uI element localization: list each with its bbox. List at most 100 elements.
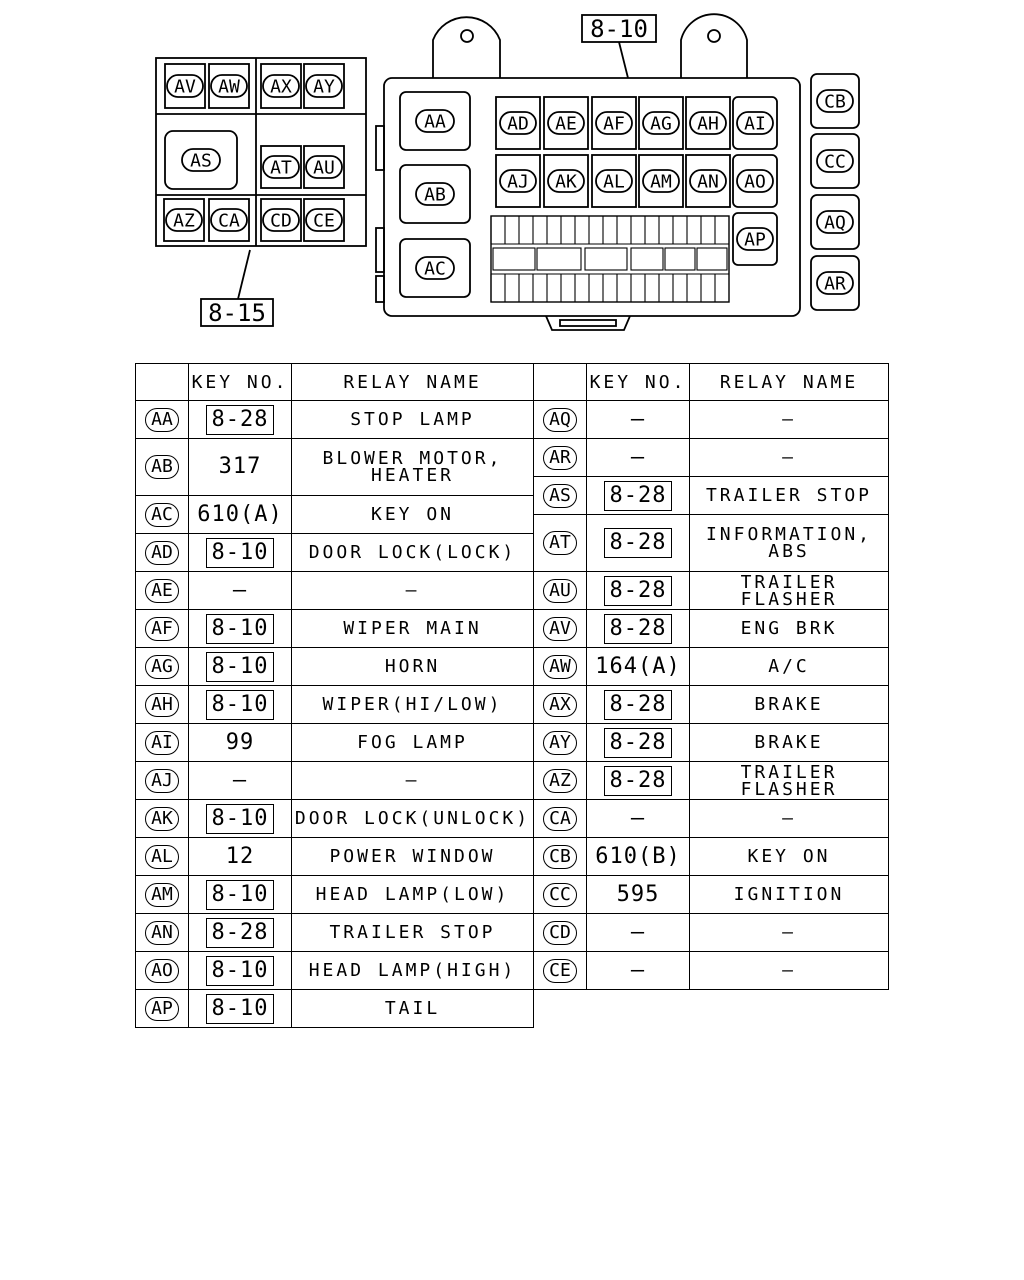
key-no-cell: 8-28	[586, 723, 690, 762]
relay-slot-aw: AW	[210, 74, 248, 98]
relay-code-badge: AW	[543, 654, 577, 679]
svg-text:AB: AB	[424, 185, 446, 206]
header-relay-name: RELAY NAME	[689, 363, 889, 401]
relay-name-cell: STOP LAMP	[291, 400, 534, 439]
relay-code-cell: AX	[533, 685, 587, 724]
header-code	[135, 363, 189, 401]
svg-text:CA: CA	[218, 211, 240, 232]
key-no-cell: 8-28	[586, 476, 690, 515]
relay-slot-ce: CE	[305, 208, 343, 232]
relay-code-cell: AF	[135, 609, 189, 648]
relay-name: HEAD LAMP(HIGH)	[308, 960, 517, 981]
relay-name: FOG LAMP	[357, 732, 468, 753]
relay-code-badge: CE	[543, 958, 577, 983]
relay-name-cell: —	[689, 951, 889, 990]
relay-code-cell: AL	[135, 837, 189, 876]
relay-name: BRAKE	[754, 694, 824, 715]
relay-code-cell: AQ	[533, 400, 587, 439]
relay-slot-am: AM	[642, 169, 680, 193]
key-no-value: 610(B)	[595, 843, 681, 869]
svg-text:AN: AN	[697, 172, 719, 193]
relay-code-cell: AV	[533, 609, 587, 648]
relay-code-badge: CD	[543, 920, 577, 945]
table-row: CA — —	[533, 799, 889, 838]
svg-text:AS: AS	[190, 151, 212, 172]
relay-code-cell: CE	[533, 951, 587, 990]
header-code	[533, 363, 587, 401]
svg-text:AM: AM	[650, 172, 672, 193]
relay-slot-ap: AP	[736, 227, 774, 251]
relay-name: TRAILER FLASHER	[740, 761, 838, 800]
relay-code-badge: AZ	[543, 768, 577, 793]
relay-name: A/C	[768, 656, 810, 677]
svg-text:AK: AK	[555, 172, 577, 193]
relay-code-cell: AU	[533, 571, 587, 610]
key-no-cell: —	[188, 571, 292, 610]
svg-text:AL: AL	[603, 172, 625, 193]
relay-name-cell: —	[689, 438, 889, 477]
key-no-cell: 595	[586, 875, 690, 914]
relay-name-cell: —	[689, 913, 889, 952]
relay-code-badge: AN	[145, 920, 179, 945]
key-no-cell: 8-10	[188, 951, 292, 990]
relay-slot-au: AU	[305, 155, 343, 179]
key-no-ref-box: 8-28	[603, 765, 673, 796]
relay-name-cell: HEAD LAMP(LOW)	[291, 875, 534, 914]
relay-name: BRAKE	[754, 732, 824, 753]
table-row: AQ——	[533, 400, 889, 439]
relay-code-badge: AR	[543, 445, 577, 470]
relay-name: INFORMATION, ABS	[705, 524, 873, 562]
key-no-cell: 8-28	[586, 685, 690, 724]
left-box-ref: 8-15	[208, 299, 266, 327]
svg-text:AD: AD	[507, 114, 529, 135]
relay-slot-as: AS	[181, 148, 221, 172]
svg-text:AU: AU	[313, 158, 335, 179]
relay-code-cell: CA	[533, 799, 587, 838]
key-no-cell: 8-10	[188, 989, 292, 1028]
key-no-ref-box: 8-10	[205, 613, 275, 644]
relay-name-cell: TRAILER STOP	[689, 476, 889, 515]
key-no-cell: 99	[188, 723, 292, 762]
relay-slot-af: AF	[595, 111, 633, 135]
relay-name-cell: KEY ON	[291, 495, 534, 534]
relay-code-cell: AC	[135, 495, 189, 534]
key-no-cell: 610(A)	[188, 495, 292, 534]
relay-name-cell: DOOR LOCK(LOCK)	[291, 533, 534, 572]
relay-slot-ax: AX	[262, 74, 300, 98]
key-no-cell: 8-10	[188, 533, 292, 572]
relay-code-badge: AT	[543, 531, 577, 555]
svg-text:AQ: AQ	[824, 213, 846, 234]
header-relay-name: RELAY NAME	[291, 363, 534, 401]
svg-text:AJ: AJ	[507, 172, 529, 193]
relay-name-cell: TAIL	[291, 989, 534, 1028]
relay-code-badge: AQ	[543, 407, 577, 432]
relay-name: HORN	[384, 656, 441, 677]
svg-text:AI: AI	[744, 114, 766, 135]
relay-name-cell: TRAILER FLASHER	[689, 571, 889, 610]
relay-name: TRAILER STOP	[329, 922, 496, 943]
relay-code-cell: AZ	[533, 761, 587, 800]
key-no-value: 317	[218, 454, 262, 479]
svg-text:AA: AA	[424, 112, 446, 133]
relay-code-badge: AX	[543, 692, 577, 717]
key-no-empty: —	[630, 805, 646, 831]
key-no-ref-box: 8-28	[603, 613, 673, 644]
relay-code-cell: AI	[135, 723, 189, 762]
relay-name-cell: BRAKE	[689, 723, 889, 762]
relay-code-badge: AI	[145, 730, 179, 755]
relay-code-cell: AM	[135, 875, 189, 914]
relay-name: —	[782, 808, 796, 829]
relay-code-cell: AJ	[135, 761, 189, 800]
relay-name: DOOR LOCK(UNLOCK)	[294, 808, 531, 829]
relay-name: STOP LAMP	[350, 409, 475, 430]
key-no-cell: 8-28	[188, 400, 292, 439]
table-row: AZ 8-28 TRAILER FLASHER	[533, 761, 889, 800]
relay-slot-aq: AQ	[816, 210, 854, 234]
